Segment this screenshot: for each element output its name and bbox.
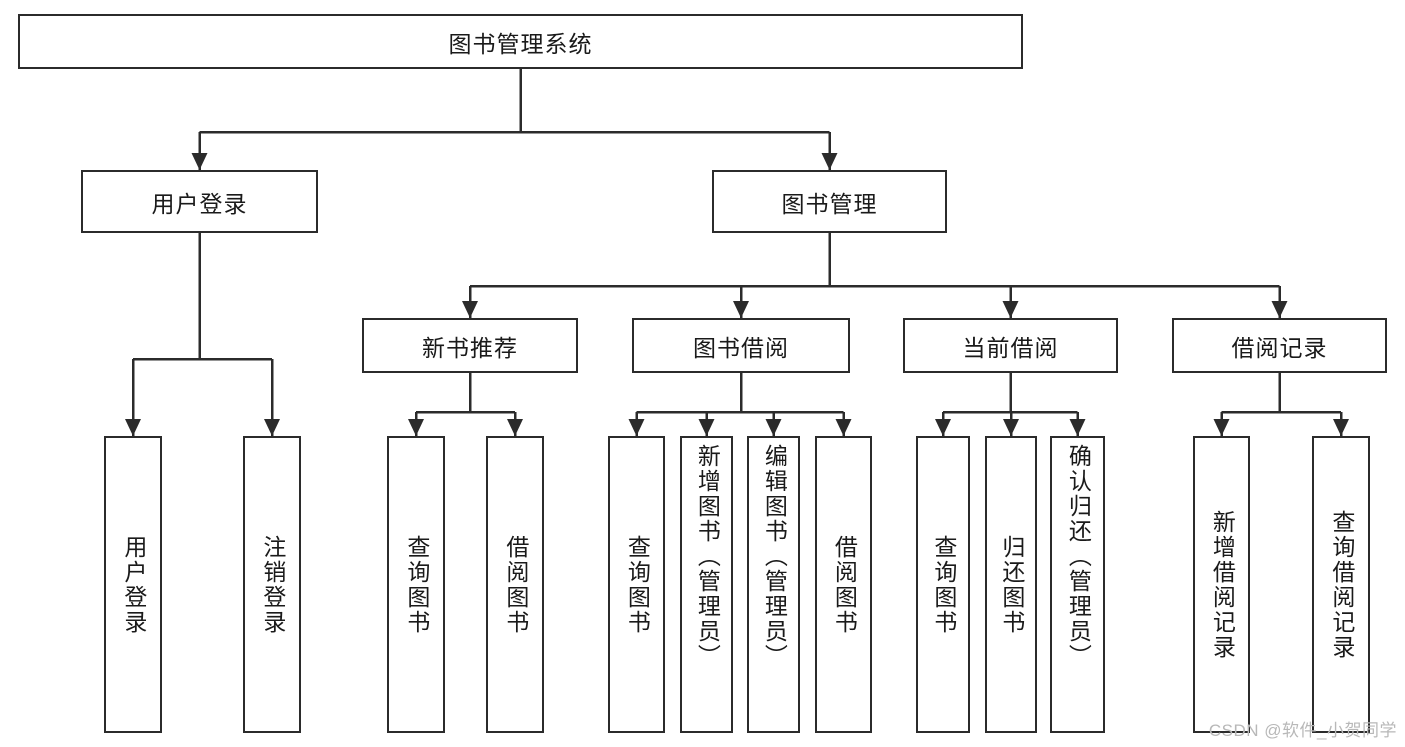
node-root[interactable]: 图书管理系统	[18, 14, 1023, 69]
leaf-rec-borrow-book[interactable]: 借阅图书	[486, 436, 544, 733]
leaf-user-logout[interactable]: 注销登录	[243, 436, 301, 733]
leaf-cur-query-book[interactable]: 查询图书	[916, 436, 970, 733]
leaf-query-borrow-record[interactable]: 查询借阅记录	[1312, 436, 1370, 733]
node-borrow-record-label: 借阅记录	[1231, 334, 1328, 361]
leaf-add-book-admin-label: 新增图书（管理员）	[694, 444, 721, 669]
leaf-confirm-return-admin-label: 确认归还（管理员）	[1065, 444, 1092, 669]
leaf-rec-query-book[interactable]: 查询图书	[387, 436, 445, 733]
node-user-login[interactable]: 用户登录	[81, 170, 318, 233]
node-borrow-record[interactable]: 借阅记录	[1172, 318, 1387, 373]
leaf-add-book-admin[interactable]: 新增图书（管理员）	[680, 436, 733, 733]
leaf-user-login[interactable]: 用户登录	[104, 436, 162, 733]
node-root-label: 图书管理系统	[448, 30, 593, 57]
node-new-book-rec-label: 新书推荐	[422, 334, 518, 361]
node-book-borrow-label: 图书借阅	[693, 334, 789, 361]
leaf-user-logout-label: 注销登录	[259, 534, 286, 635]
node-book-manage[interactable]: 图书管理	[712, 170, 947, 233]
leaf-return-book[interactable]: 归还图书	[985, 436, 1037, 733]
leaf-add-borrow-record[interactable]: 新增借阅记录	[1193, 436, 1250, 733]
leaf-user-login-label: 用户登录	[120, 534, 147, 635]
watermark-text: CSDN @软件_小贺同学	[1208, 721, 1397, 740]
leaf-borrow-book[interactable]: 借阅图书	[815, 436, 872, 733]
leaf-query-borrow-record-label: 查询借阅记录	[1328, 509, 1355, 660]
leaf-rec-query-book-label: 查询图书	[403, 534, 430, 635]
node-book-manage-label: 图书管理	[781, 190, 878, 217]
leaf-edit-book-admin-label: 编辑图书（管理员）	[761, 444, 788, 669]
node-current-borrow-label: 当前借阅	[962, 334, 1059, 361]
leaf-borrow-query-book-label: 查询图书	[624, 534, 651, 635]
leaf-borrow-book-label: 借阅图书	[831, 534, 858, 635]
leaf-add-borrow-record-label: 新增借阅记录	[1209, 509, 1236, 660]
leaf-cur-query-book-label: 查询图书	[930, 534, 957, 635]
leaf-borrow-query-book[interactable]: 查询图书	[608, 436, 665, 733]
node-user-login-label: 用户登录	[151, 190, 248, 217]
leaf-edit-book-admin[interactable]: 编辑图书（管理员）	[747, 436, 800, 733]
node-new-book-rec[interactable]: 新书推荐	[362, 318, 578, 373]
node-book-borrow[interactable]: 图书借阅	[632, 318, 850, 373]
leaf-return-book-label: 归还图书	[998, 534, 1025, 635]
leaf-rec-borrow-book-label: 借阅图书	[502, 534, 529, 635]
node-current-borrow[interactable]: 当前借阅	[903, 318, 1118, 373]
leaf-confirm-return-admin[interactable]: 确认归还（管理员）	[1050, 436, 1105, 733]
